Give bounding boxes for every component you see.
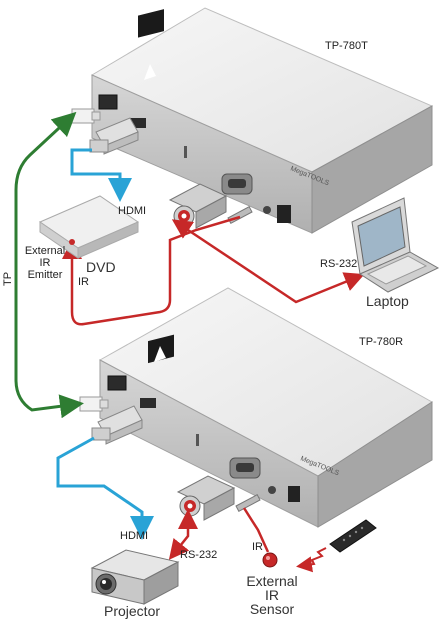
rj45-port-icon: [107, 375, 127, 391]
ir-label-top: IR: [78, 276, 89, 288]
ext-ir-sensor-line-1: External: [246, 573, 298, 589]
hdmi-label-bottom: HDMI: [120, 530, 149, 542]
rs232-label-bottom: RS-232: [180, 549, 218, 561]
tp-plug-bottom: [79, 396, 109, 412]
hdmi-port-icon: [140, 398, 156, 408]
kramer-logo-icon: [148, 334, 174, 364]
ext-ir-sensor-line-2: IR: [265, 587, 279, 603]
external-ir-emitter-label: External IR Emitter: [20, 245, 70, 281]
laptop-icon: [351, 197, 440, 293]
ir-plug-bottom: [235, 494, 261, 512]
projector-icon: [90, 549, 180, 605]
ir-sensor-icon: [262, 552, 278, 568]
ir-jack-icon: [263, 206, 271, 214]
laptop-label: Laptop: [366, 293, 409, 309]
dvd-label: DVD: [86, 259, 116, 275]
ext-ir-sensor-line-3: Sensor: [249, 601, 295, 617]
remote-control-icon: [329, 519, 377, 553]
db9-port-icon: [229, 457, 261, 479]
rs232-plug-bottom: [176, 475, 236, 521]
receiver-device: MegaTOOLS: [98, 287, 433, 528]
transmitter-model-label: TP-780T: [325, 40, 368, 52]
ext-ir-emitter-line-1: External: [24, 245, 66, 257]
db9-port-icon: [221, 173, 253, 195]
hdmi-label-top: HDMI: [118, 205, 147, 217]
transmitter-device: MegaTOOLS: [90, 7, 434, 234]
rj45-port-icon: [98, 94, 118, 110]
dvd-player-icon: [38, 195, 140, 259]
power-connector-icon: [288, 486, 300, 502]
hdmi-plug-top: [89, 117, 139, 155]
ir-emitter-cable: [62, 215, 241, 326]
rs232-cable-top: [171, 219, 365, 304]
receiver-model-label: TP-780R: [359, 336, 404, 348]
ir-signal-icon: [296, 547, 327, 573]
rs232-cable-bottom: [168, 509, 198, 560]
ext-ir-emitter-line-3: Emitter: [27, 269, 63, 282]
projector-label: Projector: [104, 603, 161, 619]
tp-cable: [14, 111, 84, 419]
power-connector-icon: [277, 205, 291, 223]
ir-plug-top: [227, 206, 253, 224]
hdmi-plug-bottom: [91, 405, 143, 445]
hdmi-cable-bottom: [56, 436, 154, 540]
kramer-logo-icon: [138, 9, 164, 80]
external-ir-sensor-label: External IR Sensor: [236, 574, 308, 616]
tp-label: TP: [2, 271, 14, 286]
ext-ir-emitter-line-2: IR: [39, 257, 51, 270]
hdmi-cable-top: [70, 148, 132, 202]
hdmi-port-icon: [130, 118, 146, 128]
switch-icon: [184, 146, 187, 158]
rs232-label-top: RS-232: [320, 258, 358, 270]
switch-icon: [196, 434, 199, 446]
ir-jack-icon: [268, 486, 276, 494]
ir-label-bottom: IR: [252, 541, 263, 553]
ir-sensor-cable: [242, 507, 270, 553]
